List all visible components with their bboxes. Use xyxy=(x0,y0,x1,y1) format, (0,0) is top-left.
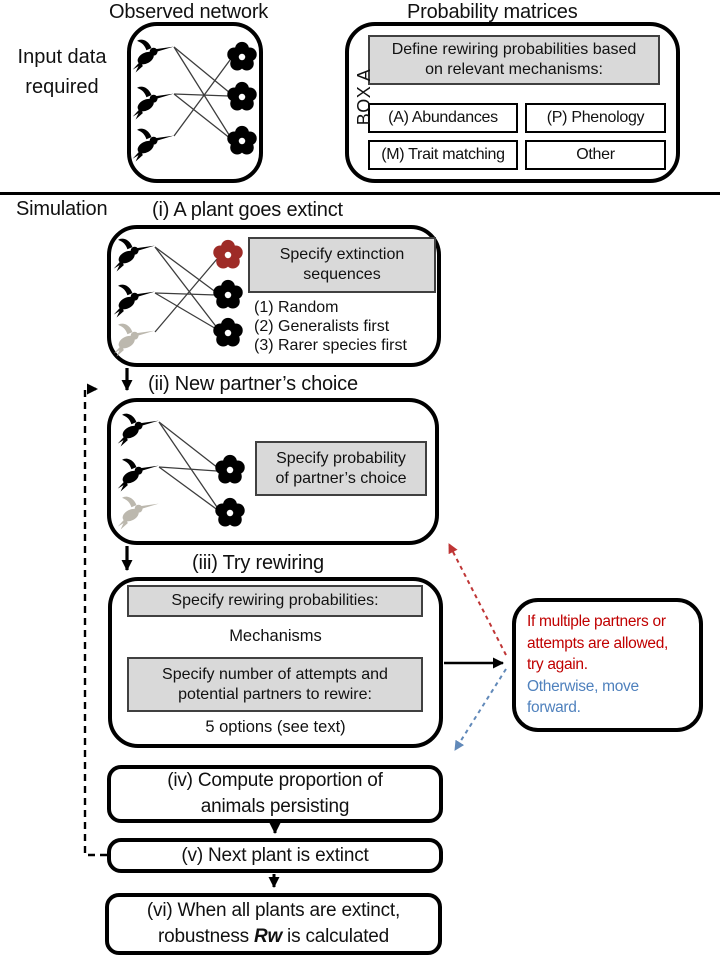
input-data-required-label: Input data required xyxy=(17,46,107,98)
attempts-panel: Specify number of attempts and potential… xyxy=(127,657,423,712)
decision-blue-line: Otherwise, move xyxy=(527,677,639,695)
mechanisms-note: Mechanisms xyxy=(229,627,322,645)
network-link xyxy=(158,421,219,469)
define-rewiring-panel: Define rewiring probabilities based on r… xyxy=(368,35,660,85)
hummingbird-icon xyxy=(132,128,174,162)
hummingbird-icon xyxy=(117,458,159,492)
step1-box: Specify extinction sequences (1) Random … xyxy=(107,225,441,367)
network-link xyxy=(154,246,219,330)
extinct-flower-icon xyxy=(213,239,243,269)
hummingbird-icon xyxy=(117,413,159,447)
red-dashed-arrow-try-again xyxy=(448,543,507,656)
step1-title: (i) A plant goes extinct xyxy=(152,199,343,221)
panel-line: Specify probability xyxy=(276,449,406,467)
robustness-rw: Rw xyxy=(253,926,283,947)
rewiring-probabilities-panel: Specify rewiring probabilities: xyxy=(127,585,423,617)
decision-red-line: If multiple partners or xyxy=(527,613,666,630)
box-a-tag: BOX A xyxy=(354,68,374,126)
extinction-sequences-panel: Specify extinction sequences xyxy=(248,237,436,293)
step2-network-graphic xyxy=(117,413,245,530)
panel-line: Specify extinction xyxy=(279,246,405,263)
define-line2: on relevant mechanisms: xyxy=(425,61,603,78)
network-link xyxy=(173,59,231,137)
step6-box: (vi) When all plants are extinct, robust… xyxy=(105,893,442,955)
decision-note-box: If multiple partners or attempts are all… xyxy=(512,598,703,732)
step5-title: (v) Next plant is extinct xyxy=(181,844,369,866)
step4-line2: animals persisting xyxy=(200,796,350,817)
option-rarer: (3) Rarer species first xyxy=(254,337,407,354)
decision-red-line: try again. xyxy=(527,656,588,673)
probability-matrices-title: Probability matrices xyxy=(407,1,578,23)
observed-network-box xyxy=(127,22,263,183)
dashed-feedback-loop-step5-to-step2 xyxy=(83,383,107,857)
define-line1: Define rewiring probabilities based xyxy=(391,41,637,58)
step3-box: Specify rewiring probabilities: Mechanis… xyxy=(108,577,443,748)
network-link xyxy=(154,258,218,333)
step6-line2-pre: robustness xyxy=(157,926,249,947)
flower-icon xyxy=(215,497,245,527)
ghost-hummingbird-icon xyxy=(117,496,159,530)
simulation-label: Simulation xyxy=(16,198,108,220)
option-generalists: (2) Generalists first xyxy=(254,318,390,335)
flower-icon xyxy=(213,317,243,347)
panel-line: Specify rewiring probabilities: xyxy=(171,592,379,609)
network-link xyxy=(173,46,232,139)
hummingbird-icon xyxy=(132,86,174,120)
hummingbird-icon xyxy=(132,39,174,73)
panel-line: potential partners to rewire: xyxy=(178,685,372,703)
network-link xyxy=(158,466,218,472)
step5-box: (v) Next plant is extinct xyxy=(107,838,443,873)
flower-icon xyxy=(227,125,257,155)
mechanism-other: Other xyxy=(525,140,666,170)
step2-title: (ii) New partner’s choice xyxy=(148,373,358,395)
mechanism-grid: (A) Abundances (P) Phenology (M) Trait m… xyxy=(368,103,666,170)
box-a: Define rewiring probabilities based on r… xyxy=(345,22,680,183)
extinction-options: (1) Random (2) Generalists first (3) Rar… xyxy=(254,298,407,355)
decision-red-line: attempts are allowed, xyxy=(527,634,669,652)
network-link xyxy=(173,93,232,140)
step6-line1: (vi) When all plants are extinct, xyxy=(146,900,401,921)
step4-box: (iv) Compute proportion of animals persi… xyxy=(107,765,443,823)
panel-line: of partner’s choice xyxy=(275,469,407,487)
step2-box: Specify probability of partner’s choice xyxy=(107,398,439,545)
ghost-hummingbird-icon xyxy=(113,323,155,357)
step3-title: (iii) Try rewiring xyxy=(192,552,324,574)
network-link xyxy=(173,46,231,94)
network-link xyxy=(173,93,230,97)
hummingbird-icon xyxy=(113,238,155,272)
network-link xyxy=(154,292,219,331)
option-random: (1) Random xyxy=(254,299,339,316)
network-link xyxy=(158,466,220,512)
mechanism-trait-matching: (M) Trait matching xyxy=(368,140,518,170)
mechanism-phenology: (P) Phenology xyxy=(525,103,666,133)
step6-line2-post: is calculated xyxy=(287,926,390,947)
options-note: 5 options (see text) xyxy=(205,718,346,736)
partner-choice-panel: Specify probability of partner’s choice xyxy=(255,441,427,496)
mechanism-abundances: (A) Abundances xyxy=(368,103,518,133)
flower-icon xyxy=(227,81,257,111)
flower-icon xyxy=(215,454,245,484)
network-link xyxy=(158,421,220,511)
step4-line1: (iv) Compute proportion of xyxy=(167,770,383,791)
flower-icon xyxy=(213,279,243,309)
hummingbird-icon xyxy=(113,284,155,318)
blue-dashed-arrow-move-forward xyxy=(454,668,507,751)
flower-icon xyxy=(227,41,257,71)
panel-line: Specify number of attempts and xyxy=(162,665,388,683)
network-link xyxy=(154,246,218,294)
decision-blue-line: forward. xyxy=(527,699,581,716)
observed-network-graphic xyxy=(132,39,257,162)
network-link xyxy=(154,292,217,296)
step1-network-graphic xyxy=(113,238,243,357)
observed-network-title: Observed network xyxy=(109,1,269,23)
panel-line: sequences xyxy=(303,266,381,283)
section-divider xyxy=(0,192,720,195)
